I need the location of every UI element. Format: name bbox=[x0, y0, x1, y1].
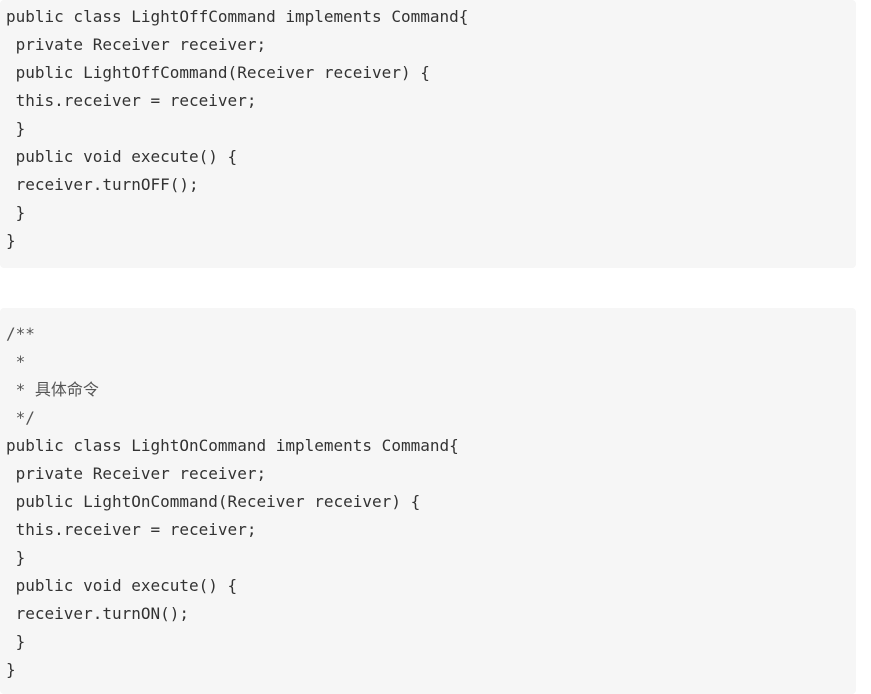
code-line: public void execute() { bbox=[6, 147, 238, 166]
comment-line: */ bbox=[6, 408, 35, 427]
code-line: } bbox=[6, 231, 16, 250]
code-block-light-off-command: public class LightOffCommand implements … bbox=[0, 0, 856, 268]
code-line: receiver.turnON(); bbox=[6, 604, 190, 623]
code-line: this.receiver = receiver; bbox=[6, 520, 257, 539]
code-line: public void execute() { bbox=[6, 576, 238, 595]
code-line: } bbox=[6, 119, 26, 138]
code-line: this.receiver = receiver; bbox=[6, 91, 257, 110]
comment-line: /** bbox=[6, 324, 35, 343]
code-line: receiver.turnOFF(); bbox=[6, 175, 199, 194]
comment-line: * bbox=[6, 352, 26, 371]
code-line: } bbox=[6, 203, 26, 222]
code-block-light-on-command: /** * * 具体命令 */ public class LightOnComm… bbox=[0, 308, 856, 694]
code-line: public class LightOnCommand implements C… bbox=[6, 436, 459, 455]
comment-line: * 具体命令 bbox=[6, 380, 99, 399]
code-line: public LightOnCommand(Receiver receiver)… bbox=[6, 492, 421, 511]
code-line: } bbox=[6, 632, 26, 651]
code-line: } bbox=[6, 660, 16, 679]
code-line: public LightOffCommand(Receiver receiver… bbox=[6, 63, 430, 82]
code-line: private Receiver receiver; bbox=[6, 35, 267, 54]
code-line: private Receiver receiver; bbox=[6, 464, 267, 483]
code-line: public class LightOffCommand implements … bbox=[6, 7, 469, 26]
code-line: } bbox=[6, 548, 26, 567]
